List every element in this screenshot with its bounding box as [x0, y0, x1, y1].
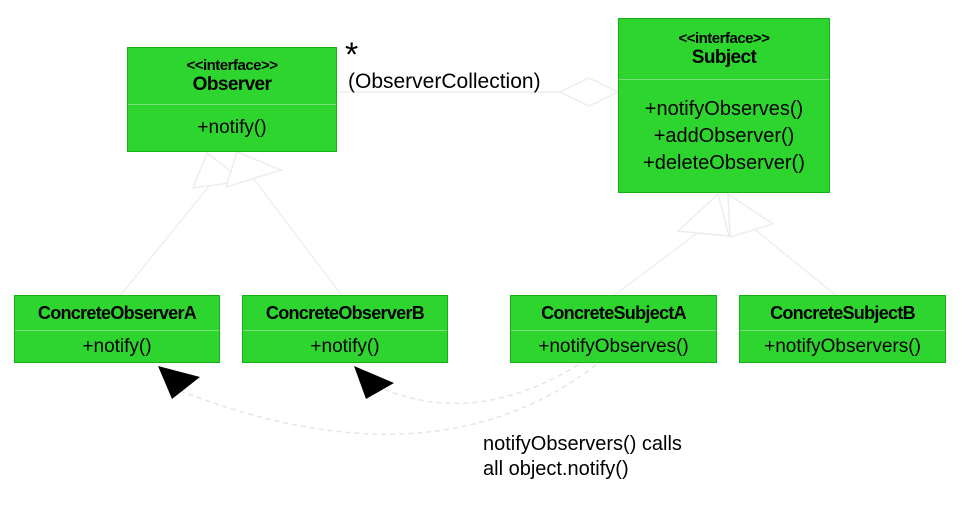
method-label: +notifyObserves() — [538, 335, 689, 357]
class-box-subject: <<interface>> Subject +notifyObserves() … — [618, 18, 830, 193]
class-name: Observer — [192, 74, 272, 95]
class-box-observer: <<interface>> Observer +notify() — [127, 47, 337, 152]
class-title-subject: <<interface>> Subject — [619, 19, 829, 80]
class-box-concrete-subject-a: ConcreteSubjectA +notifyObserves() — [510, 295, 717, 363]
method-label: +notify() — [310, 335, 380, 357]
class-box-concrete-observer-b: ConcreteObserverB +notify() — [242, 295, 448, 363]
class-name: ConcreteObserverB — [265, 302, 425, 323]
class-name: Subject — [691, 47, 757, 68]
generalization-line-observer-a — [118, 184, 211, 298]
class-methods: +notifyObserves() — [511, 331, 716, 362]
aggregation-diamond-icon — [558, 77, 620, 107]
generalization-line-observer-b — [252, 177, 344, 298]
class-title-observer: <<interface>> Observer — [128, 48, 336, 105]
method-label: +notify() — [82, 335, 152, 357]
dependency-arc-to-observer-b — [367, 364, 579, 405]
class-box-concrete-observer-a: ConcreteObserverA +notify() — [14, 295, 220, 363]
filled-arrowhead-icon — [354, 366, 394, 399]
method-label: +notifyObserves() — [644, 97, 804, 120]
class-name: ConcreteSubjectA — [541, 302, 687, 323]
hollow-triangle-icon — [224, 150, 284, 189]
stereotype-label: <<interface>> — [186, 57, 278, 74]
class-title: ConcreteObserverB — [243, 296, 447, 331]
multiplicity-label: * — [345, 36, 359, 74]
class-methods: +notify() — [243, 331, 447, 362]
stereotype-label: <<interface>> — [678, 30, 770, 47]
method-label: +notifyObservers() — [764, 335, 921, 357]
note-line-2: all object.notify() — [483, 458, 629, 480]
method-label: +addObserver() — [653, 124, 795, 147]
class-methods-observer: +notify() — [128, 105, 336, 151]
class-name: ConcreteObserverA — [37, 302, 197, 323]
class-methods-subject: +notifyObserves() +addObserver() +delete… — [619, 80, 829, 192]
collection-role-label: (ObserverCollection) — [348, 70, 541, 93]
note-annotation: notifyObservers() calls all object.notif… — [483, 432, 682, 482]
dependency-arc-to-observer-a — [167, 364, 597, 435]
generalization-line-subject-b — [752, 227, 839, 298]
method-label: +notify() — [197, 117, 267, 138]
class-title: ConcreteSubjectB — [740, 296, 945, 331]
class-box-concrete-subject-b: ConcreteSubjectB +notifyObservers() — [739, 295, 946, 363]
hollow-triangle-icon — [727, 192, 775, 238]
class-name: ConcreteSubjectB — [770, 302, 916, 323]
filled-arrowhead-icon — [158, 366, 200, 399]
class-methods: +notify() — [15, 331, 219, 362]
class-methods: +notifyObservers() — [740, 331, 945, 362]
class-title: ConcreteObserverA — [15, 296, 219, 331]
method-label: +deleteObserver() — [643, 151, 805, 174]
note-line-1: notifyObservers() calls — [483, 433, 682, 455]
class-title: ConcreteSubjectA — [511, 296, 716, 331]
hollow-triangle-icon — [676, 192, 730, 237]
generalization-line-subject-a — [611, 230, 701, 298]
